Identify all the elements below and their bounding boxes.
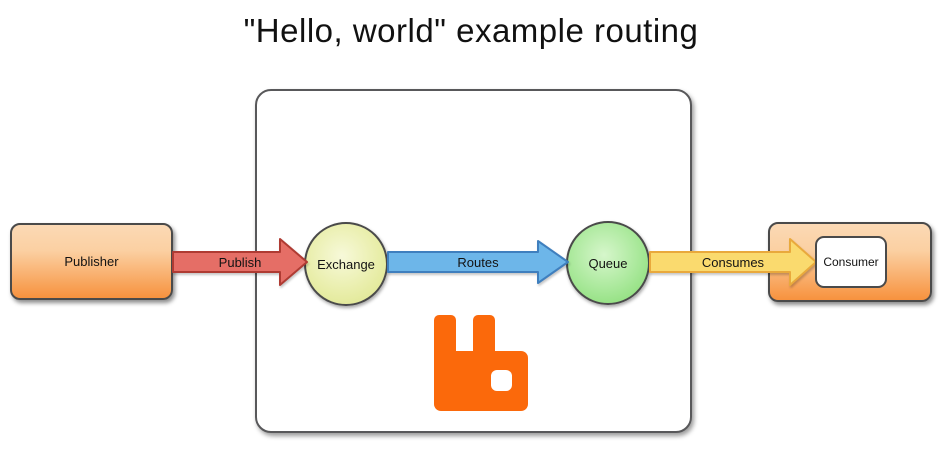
rabbitmq-logo-icon [434, 315, 528, 411]
publisher-node: Publisher [10, 223, 173, 300]
consumer-inner-box: Consumer [815, 236, 887, 288]
diagram-title: "Hello, world" example routing [243, 12, 699, 49]
exchange-node: Exchange [304, 222, 388, 306]
queue-label: Queue [588, 255, 628, 271]
exchange-label: Exchange [317, 256, 375, 272]
routes-arrow [387, 240, 569, 284]
publisher-label: Publisher [64, 254, 119, 269]
consumes-arrow [649, 238, 817, 286]
queue-node: Queue [566, 221, 650, 305]
consumer-label: Consumer [823, 255, 879, 269]
publish-arrow [172, 238, 308, 286]
